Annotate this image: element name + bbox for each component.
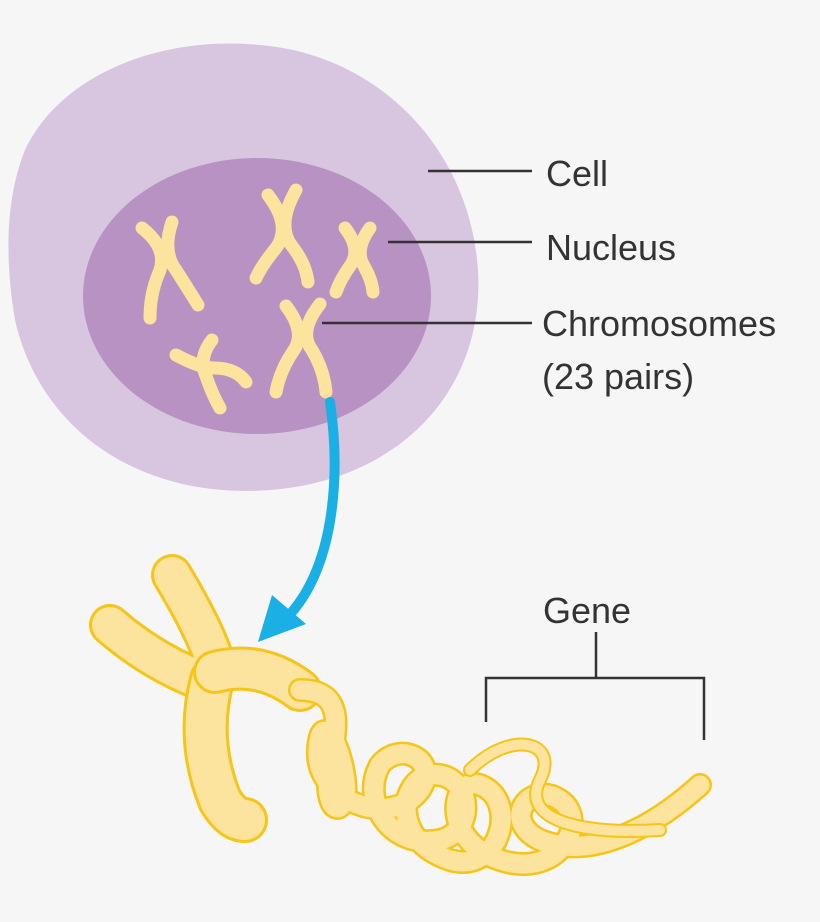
gene-bracket [484, 632, 706, 740]
chromosome-icon [329, 221, 380, 299]
dna-coil [288, 678, 712, 876]
chromosome-icon [249, 183, 315, 289]
curved-arrow-icon [258, 397, 340, 642]
cell-label: Cell [546, 153, 608, 194]
chromosome-pairs-label: (23 pairs) [542, 356, 694, 397]
nucleus-label: Nucleus [546, 227, 676, 268]
chromosome-icon [269, 297, 333, 399]
chromosome-icon [135, 215, 205, 325]
chromosome-icon [169, 333, 253, 415]
nucleus [83, 158, 431, 434]
chromosomes-label: Chromosomes [542, 303, 776, 344]
gene-label: Gene [543, 590, 631, 631]
